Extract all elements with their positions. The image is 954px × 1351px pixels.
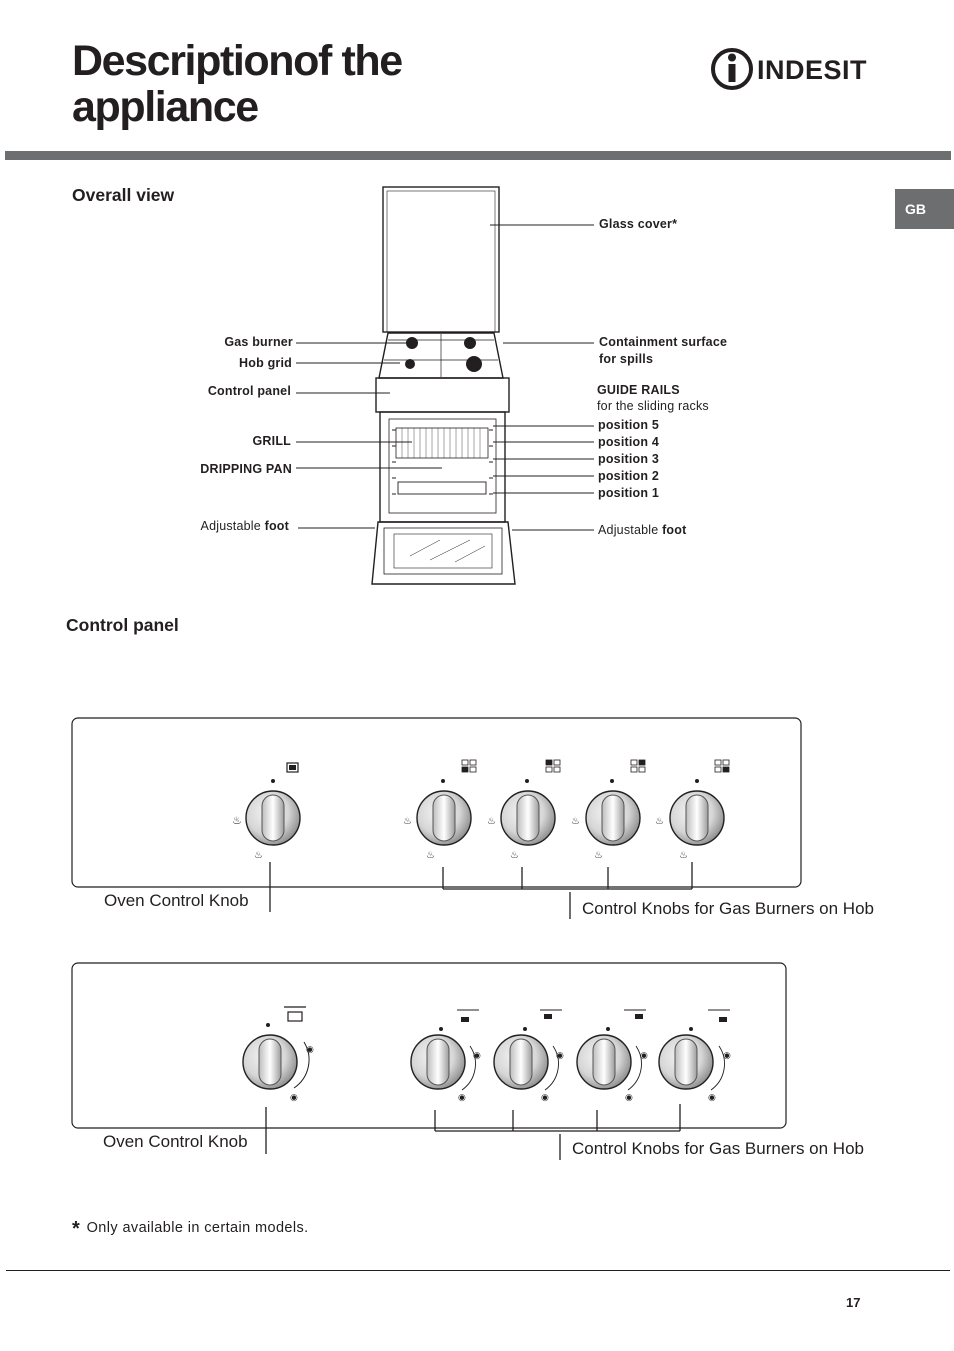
svg-text:◉: ◉ [306, 1044, 314, 1054]
svg-text:◉: ◉ [625, 1092, 633, 1102]
header-rule [5, 151, 951, 160]
panel-2-hob-knob-1 [410, 1034, 466, 1090]
label-position-3: position 3 [598, 452, 660, 466]
panel-2-hob-knob-3 [576, 1034, 632, 1090]
overall-view-heading: Overall view [72, 185, 175, 205]
control-panel-heading: Control panel [66, 615, 179, 635]
indesit-logo-mark: INDESIT [711, 48, 867, 90]
label-guide-rails-sub: for the sliding racks [597, 399, 709, 413]
label-foot-left: foot [264, 519, 289, 533]
panel-1-hob-caption: Control Knobs for Gas Burners on Hob [582, 899, 874, 918]
panel-2-oven-caption: Oven Control Knob [103, 1132, 248, 1151]
footnote-star: * [72, 1218, 81, 1240]
svg-text:♨: ♨ [679, 850, 688, 861]
label-position-2: position 2 [598, 469, 660, 483]
footnote: * Only available in certain models. [72, 1218, 309, 1241]
label-containment-1: Containment surface [599, 335, 728, 349]
label-adjustable-right: Adjustable [598, 523, 659, 537]
label-control-panel-word1: Control [207, 384, 254, 398]
language-tab: GB [895, 189, 954, 229]
footnote-text: Only available in certain models. [86, 1220, 309, 1236]
svg-text:♨: ♨ [426, 850, 435, 861]
panel-2-frame [71, 962, 787, 1129]
label-position-1: position 1 [598, 486, 660, 500]
label-adjustable-left: Adjustable [200, 519, 261, 533]
burner-rear-right [464, 337, 476, 349]
glass-cover-shape [382, 186, 500, 333]
burner-front-left [405, 359, 415, 369]
burner-front-right [466, 356, 482, 372]
oven-body-shape [379, 411, 506, 523]
svg-text:♨: ♨ [254, 850, 263, 861]
svg-text:◉: ◉ [290, 1092, 298, 1102]
svg-text:◉: ◉ [556, 1050, 564, 1060]
svg-text:◉: ◉ [723, 1050, 731, 1060]
svg-text:◉: ◉ [640, 1050, 648, 1060]
svg-text:♨: ♨ [594, 850, 603, 861]
label-control-panel-word2: panel [257, 384, 291, 398]
brand-name: INDESIT [757, 55, 867, 85]
panel-1-hob-knob-1 [416, 790, 472, 846]
label-guide-rails: GUIDE RAILS [597, 383, 680, 397]
label-control-panel: Control panel [150, 384, 291, 398]
label-containment-2: for spills [599, 352, 654, 366]
label-adjustable-foot-left: Adjustable foot [150, 519, 289, 533]
panel-2-hob-caption: Control Knobs for Gas Burners on Hob [572, 1139, 864, 1158]
dripping-pan-shape [397, 481, 487, 495]
svg-text:♨: ♨ [487, 816, 496, 827]
label-position-4: position 4 [598, 435, 660, 449]
control-panel-1-diagram: ♨ ♨ ♨ ♨ ♨ ♨ ♨ ♨ ♨ ♨ [71, 717, 802, 919]
svg-text:◉: ◉ [473, 1050, 481, 1060]
page-number: 17 [846, 1295, 861, 1310]
label-grill: GRILL [252, 434, 291, 448]
svg-text:♨: ♨ [232, 815, 242, 827]
cooker-diagram [296, 186, 594, 585]
panel-1-hob-knob-4 [669, 790, 725, 846]
control-panel-shape [375, 377, 510, 413]
label-position-5: position 5 [598, 418, 660, 432]
svg-text:♨: ♨ [403, 816, 412, 827]
svg-text:◉: ◉ [541, 1092, 549, 1102]
svg-text:♨: ♨ [510, 850, 519, 861]
panel-1-oven-caption: Oven Control Knob [104, 891, 249, 910]
label-hob-grid: Hob grid [239, 356, 292, 370]
label-dripping-pan: DRIPPING PAN [200, 462, 292, 476]
panel-1-oven-knob [245, 790, 301, 846]
svg-text:♨: ♨ [655, 816, 664, 827]
panel-2-oven-knob [242, 1034, 298, 1090]
panel-1-hob-knob-3 [585, 790, 641, 846]
indesit-logo: INDESIT [710, 45, 870, 93]
panel-2-hob-knob-4 [658, 1034, 714, 1090]
panel-1-frame [71, 717, 802, 888]
panel-2-hob-knob-2 [493, 1034, 549, 1090]
svg-text:◉: ◉ [458, 1092, 466, 1102]
svg-text:◉: ◉ [708, 1092, 716, 1102]
svg-text:♨: ♨ [571, 816, 580, 827]
oven-door-shape [371, 521, 516, 585]
footer-rule [6, 1270, 950, 1271]
label-adjustable-foot-right: Adjustable foot [598, 523, 686, 537]
label-foot-right: foot [662, 523, 687, 537]
title-line-2: appliance [72, 83, 259, 131]
grill-shape [395, 427, 489, 459]
title-line-1: Descriptionof the [72, 37, 403, 85]
control-panel-2-diagram: ◉ ◉ ◉ ◉ ◉ ◉ ◉ ◉ ◉ ◉ [71, 962, 787, 1160]
panel-1-hob-knob-2 [500, 790, 556, 846]
label-glass-cover: Glass cover* [599, 217, 678, 231]
label-gas-burner: Gas burner [224, 335, 293, 349]
